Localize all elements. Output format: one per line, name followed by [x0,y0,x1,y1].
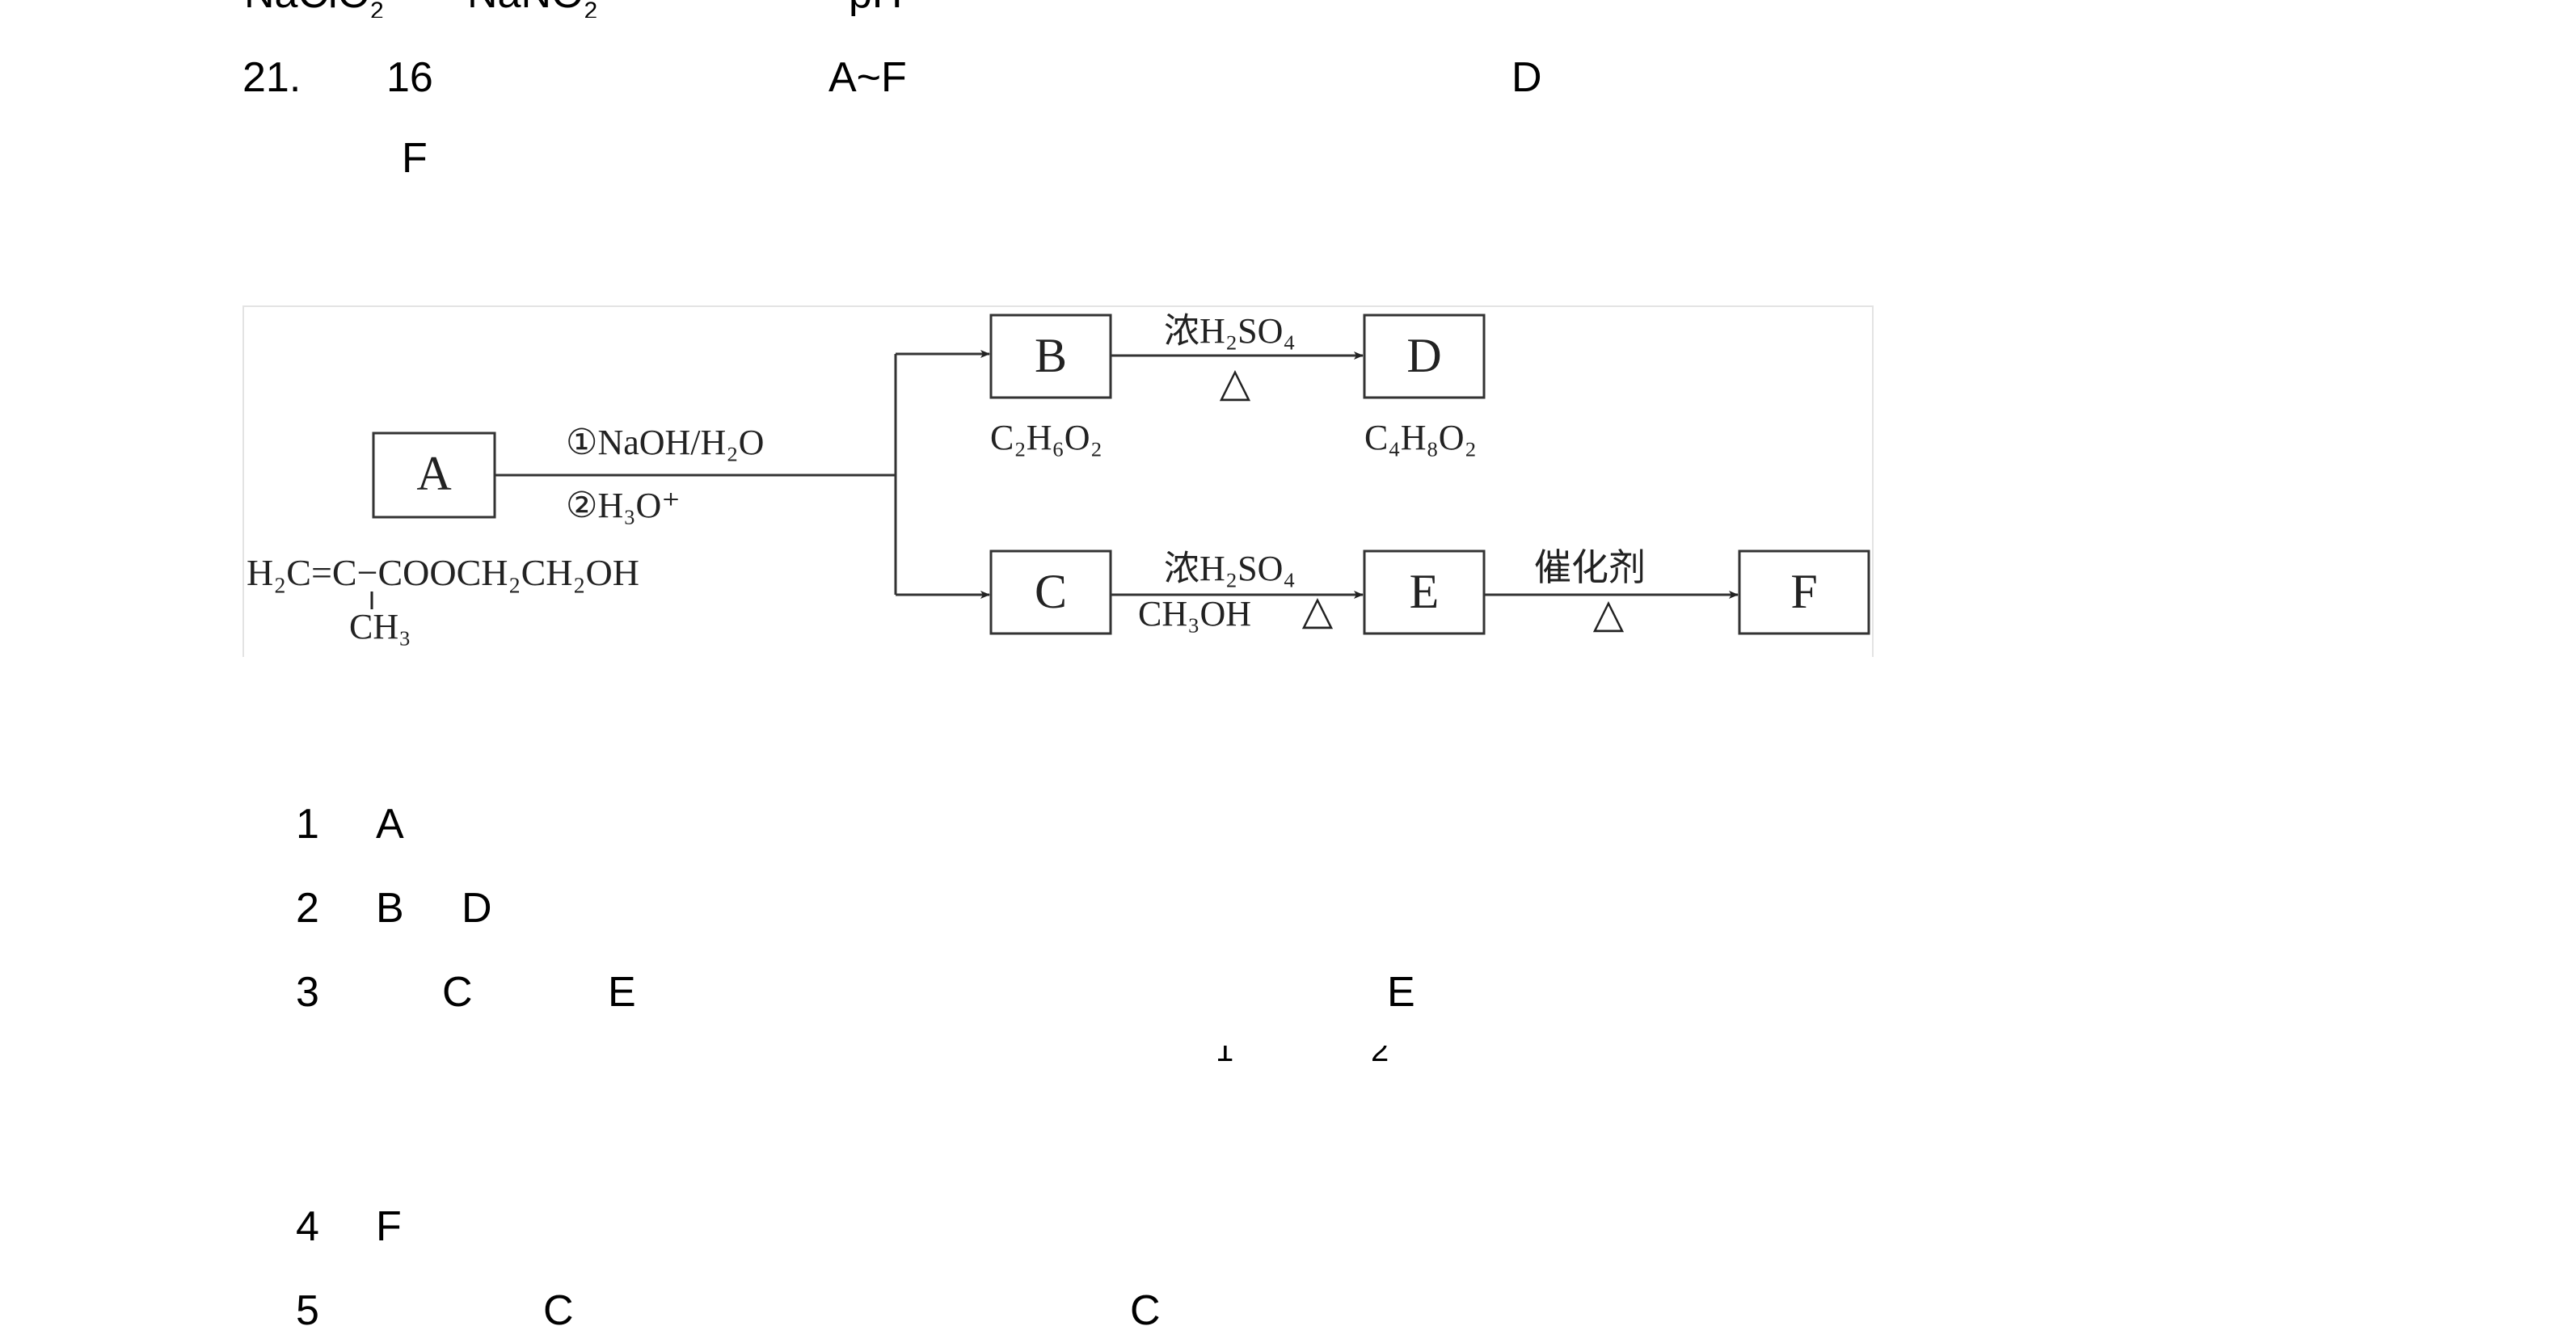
ph-text: pH [849,0,902,15]
sub-question-number: 5 [296,1287,319,1334]
question-number: 21. [242,54,301,101]
sub-question-letter: F [376,1203,402,1250]
label-b: B [1035,329,1067,382]
sub-question-letter: C [442,969,473,1016]
reagent-ce-2: CH₃OH [1138,594,1251,634]
fragment-mark: 2 [1371,1046,1389,1063]
heat-ef: △ [1593,591,1625,636]
sub-question-number: 1 [296,801,319,848]
b-formula: C₂H₆O₂ [990,418,1102,457]
sub-question-letter: E [1387,969,1415,1016]
fragment-line: 1 2 [0,1046,2576,1063]
d-formula: C₄H₈O₂ [1364,418,1477,457]
box-d [1363,314,1486,399]
cond-1: ①NaOH/H₂O [566,423,764,462]
box-f [1738,549,1870,635]
question-range: A~F [828,54,907,101]
label-e: E [1410,565,1440,618]
top-fragment-line: NaClO2 NaNO2 pH [0,0,2576,18]
label-a: A [416,447,451,500]
reagent-ce: 浓H₂SO₄ [1164,549,1296,588]
fragment-mark: 1 [1216,1046,1234,1063]
sub-question-letter: C [543,1287,574,1334]
sub-question-letter: A [376,801,404,848]
label-f: F [1790,565,1817,618]
reagent-bd: 浓H₂SO₄ [1164,311,1296,351]
box-e [1363,549,1486,635]
formula-naclo2: NaClO2 [244,0,384,18]
sub-question-letter: E [608,969,636,1016]
question-d: D [1511,54,1542,101]
sub-question-letter: B [376,885,404,932]
heat-bd: △ [1220,360,1251,405]
sub-question-letter: D [462,885,492,932]
reagent-ef: 催化剂 [1534,547,1646,588]
label-c: C [1035,565,1067,618]
question-points: 16 [386,54,433,101]
scheme-frame [242,305,1874,657]
box-c [989,549,1112,635]
label-d: D [1406,329,1441,382]
sub-question-letter: C [1130,1287,1161,1334]
sub-question-number: 2 [296,885,319,932]
question-f: F [402,135,428,182]
a-formula-main: H₂C=C−COOCH₂CH₂OH [247,552,639,593]
reaction-scheme: A H₂C=C−COOCH₂CH₂OH CH₃ ①NaOH/H₂O ②H₃O⁺ … [242,305,1874,657]
a-formula-branch: CH₃ [349,607,411,646]
sub-question-number: 3 [296,969,319,1016]
sub-question-number: 4 [296,1203,319,1250]
formula-nano2: NaNO2 [467,0,598,18]
heat-ce: △ [1302,587,1334,633]
cond-2: ②H₃O⁺ [566,486,681,525]
